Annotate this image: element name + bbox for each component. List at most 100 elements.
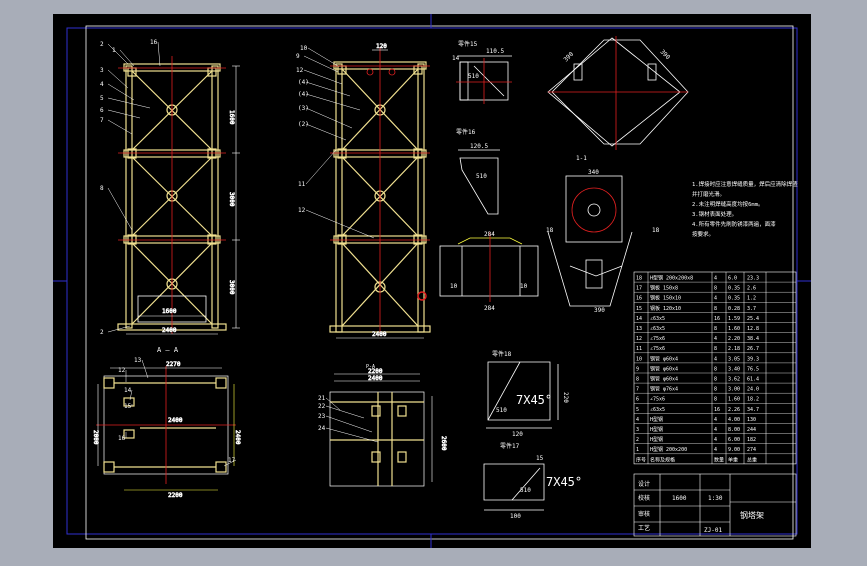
- bom-cell: H型钢 200x200x8: [650, 275, 693, 282]
- part-tag: 6: [100, 107, 104, 114]
- dim-label: 10: [520, 283, 528, 290]
- bom-cell: 8: [714, 306, 717, 312]
- bom-cell: 76.5: [747, 366, 759, 372]
- dim-label: 2400: [368, 375, 383, 382]
- bom-cell: 26.7: [747, 346, 759, 352]
- bom-cell: ∠75x6: [650, 336, 665, 342]
- bom-cell: 23.3: [747, 276, 759, 282]
- leader-line: [119, 49, 135, 67]
- leader-line: [303, 69, 343, 85]
- bom-cell: 8: [714, 397, 717, 403]
- bom-cell: 12.8: [747, 326, 759, 332]
- bom-cell: 4: [714, 356, 717, 362]
- part-tag: 23: [318, 413, 326, 420]
- part-tag: 1: [112, 47, 116, 54]
- part-tag: 13: [134, 357, 142, 364]
- part-tag: 16: [118, 435, 126, 442]
- technical-notes: 1.焊接时应注意焊缝质量，焊后应清除焊渣 并打磨光滑。2.未注明焊缝高度均按6m…: [692, 180, 798, 238]
- dim-label: 510: [520, 487, 531, 494]
- part-tag: 10: [300, 45, 308, 52]
- section-title: A — A: [157, 346, 179, 354]
- leader-line: [107, 83, 135, 101]
- note-line: 4.所有零件先刷防锈漆两遍，面漆: [692, 220, 776, 228]
- bom-cell: 4: [714, 336, 717, 342]
- dim-label: 18: [652, 227, 660, 234]
- part-tag: (3): [298, 105, 309, 112]
- bom-cell: 0.35: [728, 286, 740, 292]
- bom-cell: 4: [714, 296, 717, 302]
- title-block: [633, 473, 797, 537]
- lifting-lug-icon: [388, 68, 396, 76]
- leader-line: [325, 415, 373, 433]
- dim-label: 120: [512, 431, 523, 438]
- leader-line: [107, 97, 151, 109]
- dim-label: 100: [510, 513, 521, 520]
- bom-cell: 9.00: [728, 447, 740, 453]
- part-tag: 22: [318, 403, 326, 410]
- part-tag: 5: [100, 95, 104, 102]
- dim-label: 3000: [228, 192, 235, 207]
- bom-cell: 钢管 φ76x4: [650, 386, 678, 393]
- part-tag: 16: [150, 39, 158, 46]
- dim-label: 340: [588, 169, 599, 176]
- bom-cell: 4.00: [728, 417, 740, 423]
- part-tag: 4: [100, 81, 104, 88]
- part-tag: 12: [298, 207, 306, 214]
- chamfer-label: 7X45°: [546, 475, 582, 489]
- bom-cell: 16: [714, 316, 720, 322]
- bom-cell: 244: [747, 427, 756, 433]
- detail-part-16: [458, 149, 500, 215]
- bom-cell: 2.20: [728, 336, 740, 342]
- bom-cell: 3.62: [728, 377, 740, 383]
- part-tag: 21: [318, 395, 326, 402]
- part-tag: 12: [296, 67, 304, 74]
- bom-cell: 14: [636, 316, 642, 322]
- leader-line: [305, 123, 347, 141]
- dim-label: 2400: [162, 327, 177, 334]
- plan-title: P-A: [366, 364, 375, 370]
- bom-header-cell: 总重: [747, 456, 757, 463]
- part-tag: (4): [298, 91, 309, 98]
- bom-cell: 8: [714, 326, 717, 332]
- bom-cell: 钢板 150x8: [650, 285, 678, 292]
- part-tag: 2: [100, 329, 104, 336]
- tower-left-column: [125, 65, 133, 329]
- bom-cell: 8: [636, 377, 639, 383]
- drawing-name: 钢塔架: [740, 510, 764, 520]
- title-label: 工艺: [638, 524, 650, 532]
- dim-label: 2270: [166, 361, 181, 368]
- leader-line: [157, 41, 161, 67]
- bom-cell: 钢管 φ60x4: [650, 365, 678, 372]
- bom-cell: 3.40: [728, 366, 740, 372]
- leader-line: [223, 459, 237, 467]
- part-tag: 8: [100, 185, 104, 192]
- bom-cell: 2.26: [728, 407, 740, 413]
- drawing-code: ZJ-01: [704, 527, 722, 534]
- view-a-dimensions: 1600 3000 3000 1600 2400: [126, 65, 240, 335]
- bom-cell: 38.4: [747, 336, 759, 342]
- dim-label: 2400: [372, 331, 387, 338]
- dim-label: 2200: [368, 368, 383, 375]
- bom-cell: 7: [636, 387, 639, 393]
- note-line: 并打磨光滑。: [692, 190, 725, 198]
- part-tag: 15: [124, 403, 132, 410]
- part-tag: 24: [318, 425, 326, 432]
- bom-cell: H型钢: [650, 416, 663, 423]
- leader-line: [305, 81, 351, 97]
- dim-label: 2000: [92, 430, 99, 445]
- dim-label: 120.5: [470, 143, 488, 150]
- dim-label: 3000: [228, 280, 235, 295]
- gusset-plate: [127, 148, 137, 159]
- title-label: 校核: [638, 494, 650, 502]
- bom-cell: ∠63x5: [650, 407, 665, 413]
- bom-cell: 1.59: [728, 316, 740, 322]
- bom-cell: 0.28: [728, 306, 740, 312]
- bom-cell: 2.6: [747, 286, 756, 292]
- bom-cell: 6: [636, 397, 639, 403]
- bom-cell: 130: [747, 417, 756, 423]
- drawing-scale: 1:30: [708, 495, 723, 502]
- bom-cell: 5: [636, 407, 639, 413]
